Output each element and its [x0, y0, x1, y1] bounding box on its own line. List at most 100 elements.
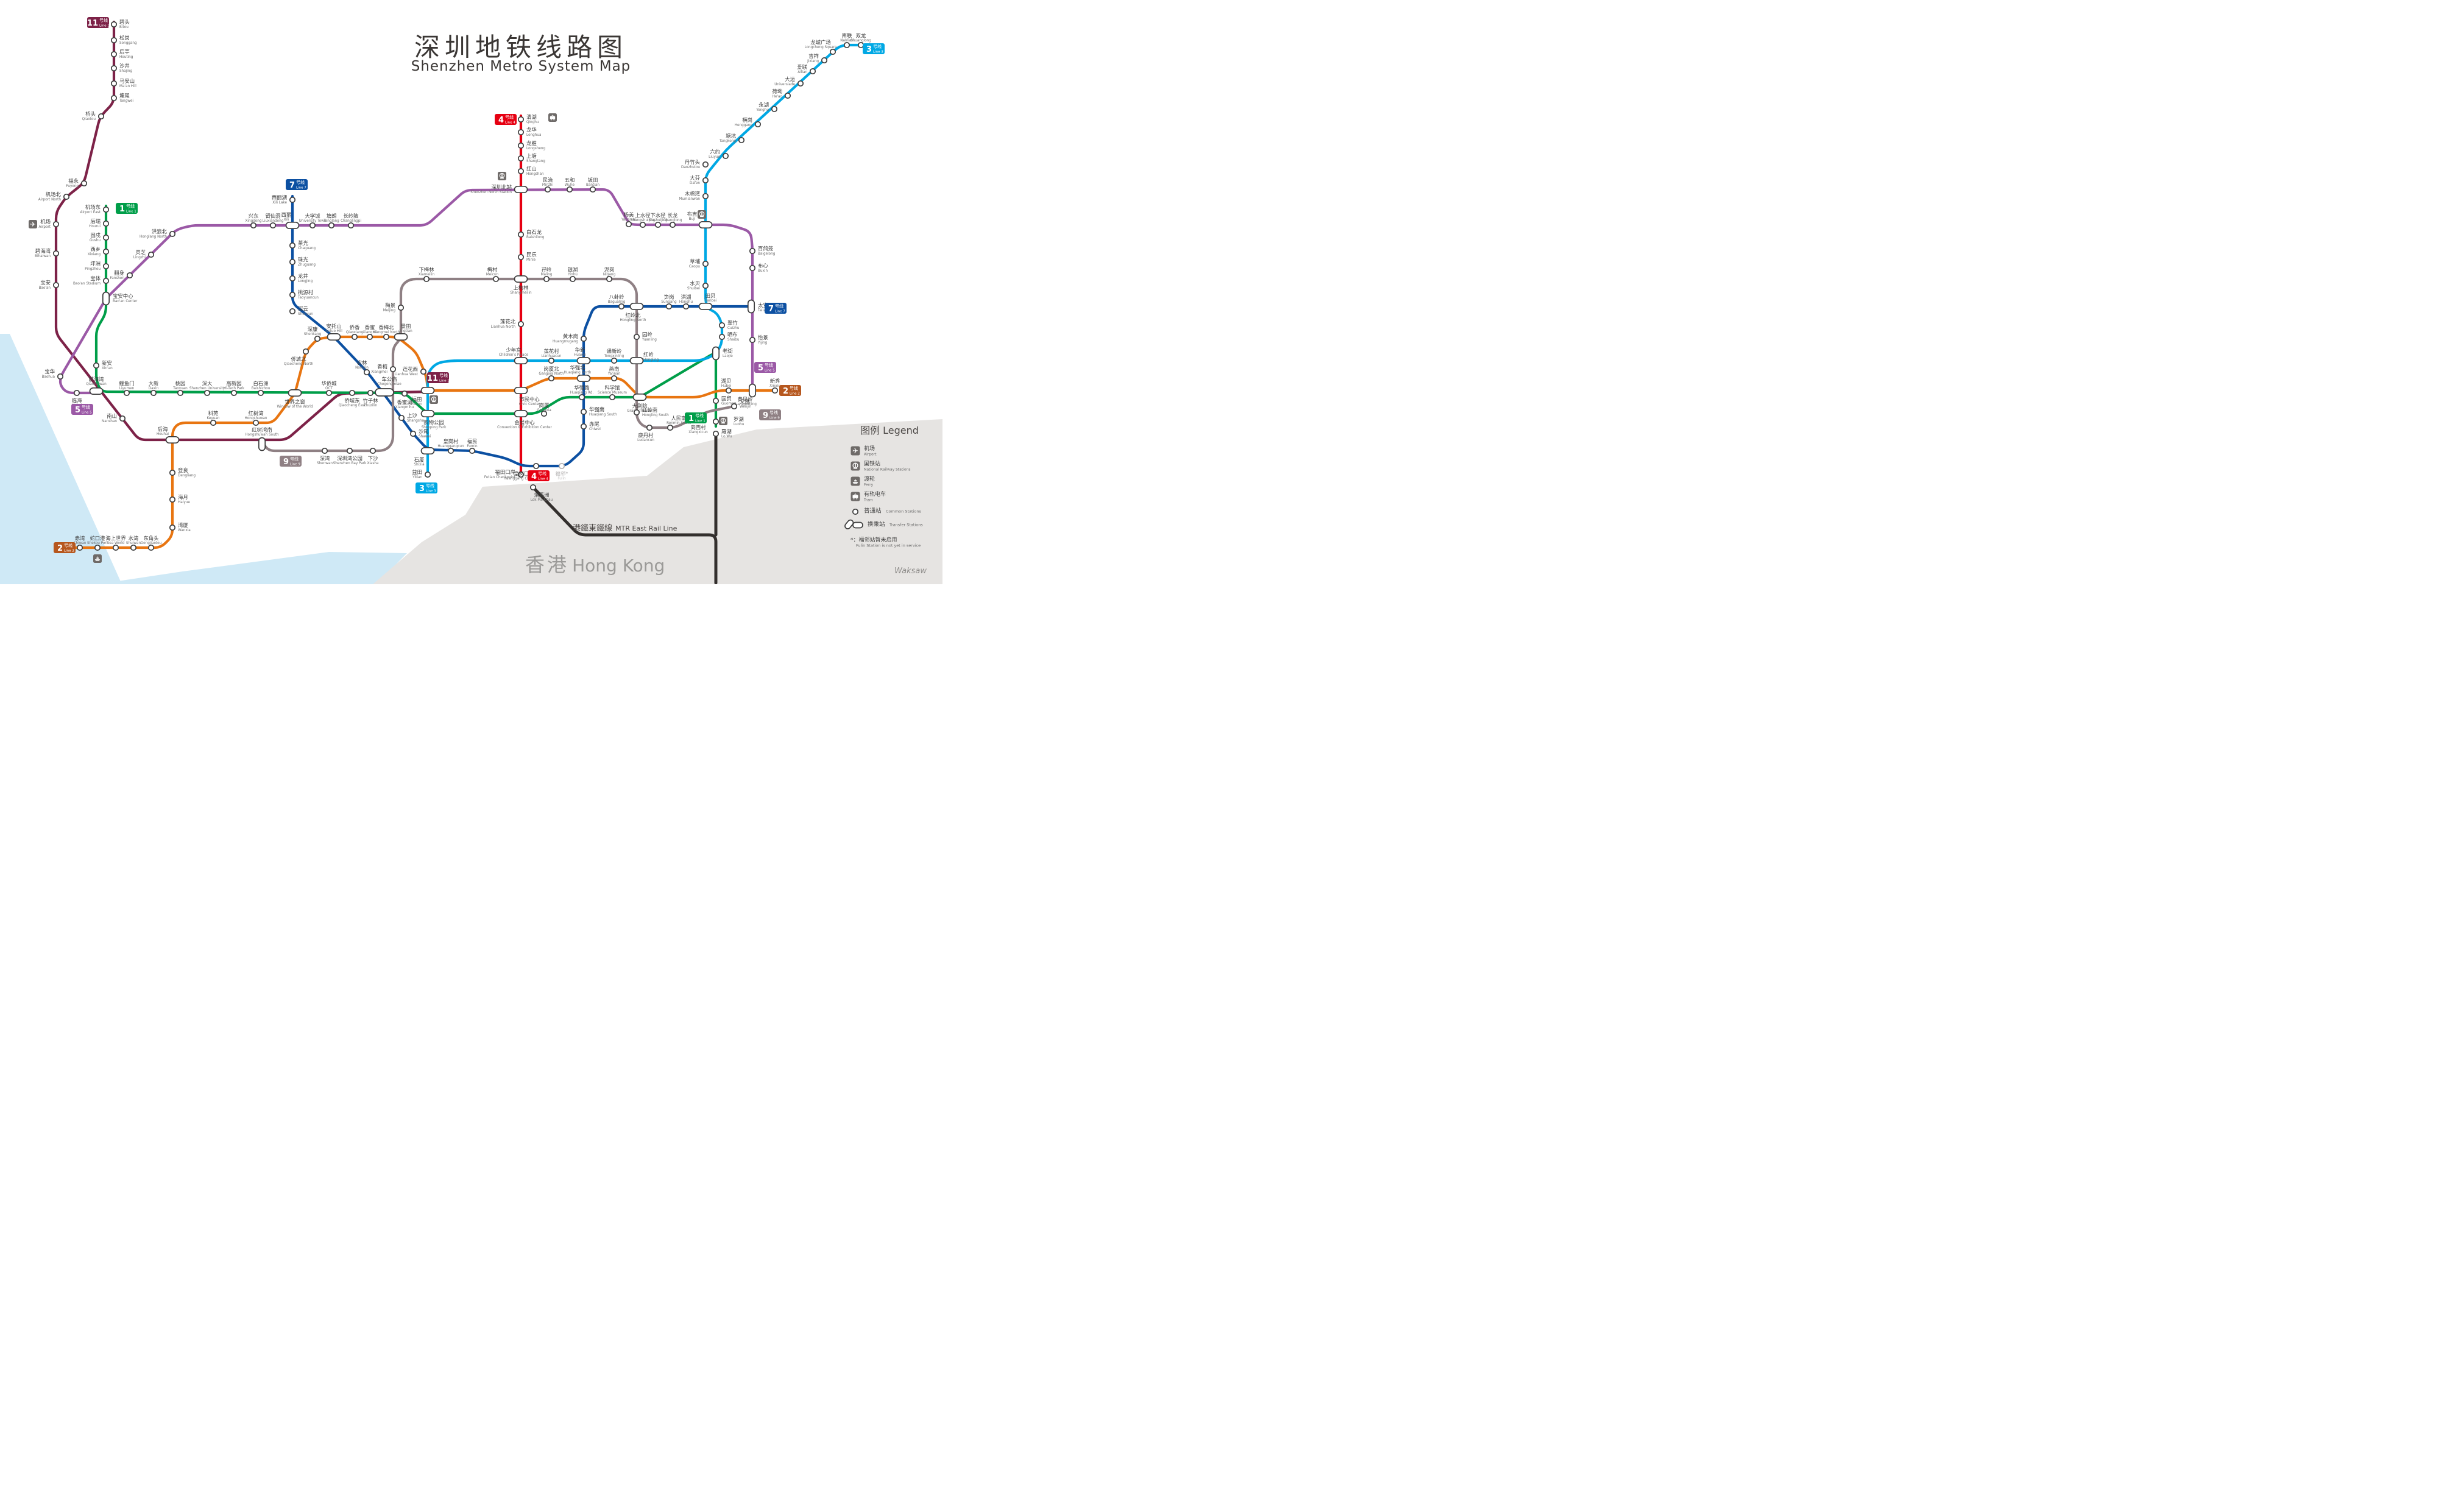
station-name-cn: 宝华 [44, 369, 55, 375]
legend-item-cn: 换乘站 [868, 521, 885, 528]
transfer-marker [89, 387, 104, 395]
station-marker [566, 186, 573, 193]
station-name-en: Shenzhen Bay Park [333, 462, 367, 465]
station-name-en: Luohu [734, 423, 744, 426]
station-name-en: Wuhe [565, 183, 575, 187]
station-name-cn: 珠光 [298, 256, 308, 263]
line-badge-cn: 号线 [765, 362, 773, 368]
line-badge-cn: 号线 [505, 115, 514, 120]
station-name-cn: 水湾 [129, 535, 139, 542]
station-name-cn: 大芬 [690, 175, 700, 181]
station-marker [543, 275, 550, 283]
station-marker [702, 260, 709, 267]
legend-item-cn: 渡轮 [864, 475, 875, 482]
station-name-en: Xiangmei North [373, 331, 400, 334]
station-marker [289, 275, 296, 282]
station-name-cn: 福永 [68, 178, 79, 184]
station-marker [609, 394, 616, 401]
transfer-marker [514, 409, 528, 418]
station-name-en: Haiyue [178, 501, 190, 504]
station-marker [363, 369, 370, 376]
station-marker [606, 275, 613, 283]
station-marker [289, 196, 296, 203]
station-name-cn: 灵芝 [135, 249, 146, 255]
station-marker [725, 387, 732, 394]
station-name-en: Xiangmi [362, 331, 377, 334]
station-name-en: Shenzhen University [189, 387, 225, 390]
station-name-en: Wenjin [740, 405, 752, 409]
station-name-cn: 罗湖 [734, 416, 744, 422]
station-name-cn: 深康 [308, 327, 318, 333]
station-name-en: Nonglin [355, 366, 369, 370]
station-marker [57, 373, 64, 380]
station-name-en: Lingzhi [133, 256, 146, 260]
station-name-cn: 晒布 [727, 331, 738, 337]
station-name-en: Xingdong [246, 219, 262, 223]
station-marker [578, 394, 585, 401]
station-marker [347, 222, 355, 229]
station-name-en: Longjing [298, 280, 313, 283]
station-name-en: Lo Wu [721, 435, 732, 439]
station-name-cn: 鹿丹村 [638, 433, 654, 439]
station-name-en: Shajing [119, 69, 132, 73]
station-name-en: Shuanglong [850, 39, 871, 43]
station-name-cn: 银湖 [568, 267, 578, 273]
station-name-cn: 蛇口港 [90, 535, 105, 542]
station-marker [289, 291, 296, 299]
station-marker [112, 544, 119, 551]
station-name-en: Shangsha [407, 419, 424, 423]
station-name-cn: 香梅北 [378, 325, 394, 331]
station-marker [749, 264, 756, 272]
station-name-cn: 赤湾 [75, 535, 85, 542]
station-name-en: Dafen [690, 182, 700, 185]
station-marker [177, 389, 184, 397]
line-badge-en: Line 3 [426, 490, 436, 493]
sea-south [97, 552, 407, 584]
station-name-cn: 留仙洞 [265, 213, 280, 219]
tram-icon [548, 113, 557, 122]
transfer-marker [102, 291, 110, 306]
air-icon: ✈ [850, 446, 860, 456]
station-name-en: OCT [325, 387, 333, 390]
station-name-cn: 湾厦 [178, 522, 188, 528]
station-name-en: Qiaoxiang [346, 331, 364, 334]
station-marker [401, 390, 408, 397]
station-name-en: Caopu [689, 265, 701, 269]
transfer-marker [712, 346, 720, 361]
station-name-en: Bitou [119, 26, 129, 29]
station-name-cn: 通新岭 [606, 348, 622, 355]
station-name-en: Gushu [90, 239, 101, 242]
station-name-en: Ludancun [637, 439, 654, 442]
station-name-cn: 宝安 [40, 280, 51, 286]
station-name-en: Shuibei [687, 287, 701, 291]
station-marker [289, 308, 296, 315]
station-name-cn: 洪浪北 [152, 228, 168, 235]
